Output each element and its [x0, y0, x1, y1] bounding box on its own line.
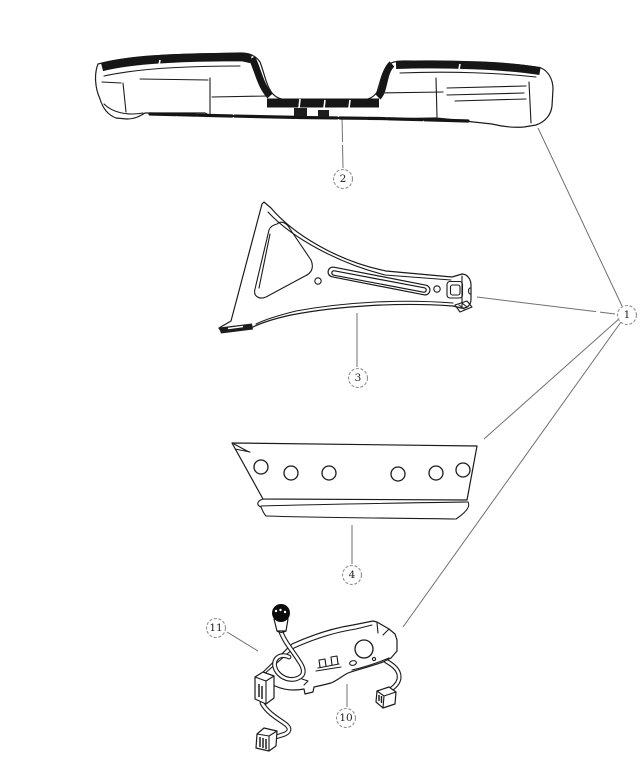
leader-1-to-bumper [537, 127, 623, 307]
grommet-ball-highlight [274, 609, 278, 613]
bracket-slot [332, 271, 426, 292]
bumper-cap-crease-left [103, 82, 144, 115]
grommet-ball-icon [272, 604, 290, 622]
leader-2 [341, 115, 344, 169]
callout-label: 1 [624, 309, 631, 321]
bracket-triangle-cutout [254, 221, 313, 299]
grommet-neck-base [276, 630, 287, 634]
grommet-ball-highlight [283, 610, 287, 614]
callout-10: 10 [335, 707, 357, 729]
leader-1-to-harness [402, 321, 622, 628]
bracket-foot-slit [227, 325, 244, 330]
harness-plate-bottom-inner [351, 657, 390, 671]
harness-tab-lines [376, 622, 390, 636]
grommet-ball-highlight [279, 608, 282, 612]
harness-wire-right [384, 659, 401, 692]
leader-1-to-plate [483, 317, 621, 440]
harness-clip-1 [318, 658, 327, 668]
part-mounting-plate [231, 442, 478, 520]
bumper-hitch-tab-2 [318, 110, 329, 117]
callout-circle [205, 617, 227, 639]
leader-1-to-bracket [476, 296, 616, 315]
leader-lines [226, 115, 623, 707]
plate-molding-top [260, 501, 469, 507]
harness-connector-left-edges [256, 730, 278, 752]
plate-hole-3 [321, 465, 337, 481]
callout-label: 3 [355, 372, 362, 384]
harness-connector-right-hatch [378, 695, 383, 703]
harness-left-end-block [254, 671, 275, 705]
callout-4: 4 [341, 564, 363, 586]
part-support-bracket [218, 201, 473, 334]
bumper-top-band-left [100, 52, 252, 72]
bumper-step-drop-left [248, 56, 273, 99]
harness-connector-left-hatch [259, 737, 267, 749]
callout-label: 11 [209, 622, 222, 634]
band-texture [158, 59, 461, 109]
plate-hole-1 [253, 459, 269, 475]
bracket-foot-flange [219, 323, 253, 334]
callout-label: 4 [349, 569, 356, 581]
callouts: 1 2 3 4 10 11 [205, 168, 638, 729]
bumper-face-lines-left [101, 65, 241, 84]
harness-clip-3 [301, 678, 309, 686]
callout-1: 1 [616, 304, 638, 326]
bumper-face-lines-right [399, 71, 537, 124]
bumper-step-rise-right [375, 61, 395, 100]
plate-molding-bottom [265, 515, 456, 520]
harness-left-end-hatch [258, 684, 263, 699]
harness-left-end-block-edges [254, 675, 275, 705]
callout-11: 11 [205, 617, 227, 639]
bracket-inner-top-edge [267, 211, 452, 281]
plate-hole-5 [428, 465, 444, 481]
plate-hole-4 [390, 466, 406, 482]
plate-molding-right-join [455, 501, 470, 520]
callout-label: 10 [339, 712, 352, 724]
part-wiring-harness [254, 604, 402, 752]
bumper-step-seams [209, 77, 444, 118]
leader-11 [226, 631, 259, 652]
plate-hole-2 [283, 465, 299, 481]
plate-hole-6 [455, 462, 471, 478]
bracket-cutout-inner-line [258, 233, 271, 289]
harness-bracket-plate [257, 620, 398, 695]
harness-small-hole [371, 656, 377, 662]
bracket-outline [218, 201, 472, 332]
bumper-hitch-tab-1 [294, 108, 307, 116]
harness-big-hole [354, 639, 374, 659]
harness-small-slot [349, 660, 357, 666]
harness-wire-grommet [273, 630, 305, 681]
harness-clip-bar [315, 663, 342, 672]
bracket-end-crease [461, 275, 471, 308]
bracket-end-foot [454, 300, 473, 313]
bumper-top-band-right [395, 60, 541, 75]
callout-circle [332, 168, 354, 190]
harness-plate-flange [262, 624, 373, 676]
harness-clip-2 [330, 655, 339, 666]
bracket-end-clip-inner [449, 284, 461, 296]
plate-outline [231, 442, 478, 501]
callout-circle [341, 564, 363, 586]
callout-circle [347, 367, 369, 389]
callout-3: 3 [347, 367, 369, 389]
callout-circle [616, 304, 638, 326]
harness-connector-right-edges [376, 690, 397, 709]
plate-left-tip-fold [233, 443, 251, 453]
callout-2: 2 [332, 168, 354, 190]
callout-label: 2 [340, 173, 347, 185]
part-rear-step-bumper [94, 52, 554, 128]
bumper-bottom-band [148, 112, 470, 123]
bracket-hole-right [433, 285, 441, 293]
plate-molding-left-join [257, 498, 267, 517]
bracket-inner-bottom-edge [255, 300, 454, 325]
callout-circle [335, 707, 357, 729]
bracket-hole-left [314, 277, 322, 285]
